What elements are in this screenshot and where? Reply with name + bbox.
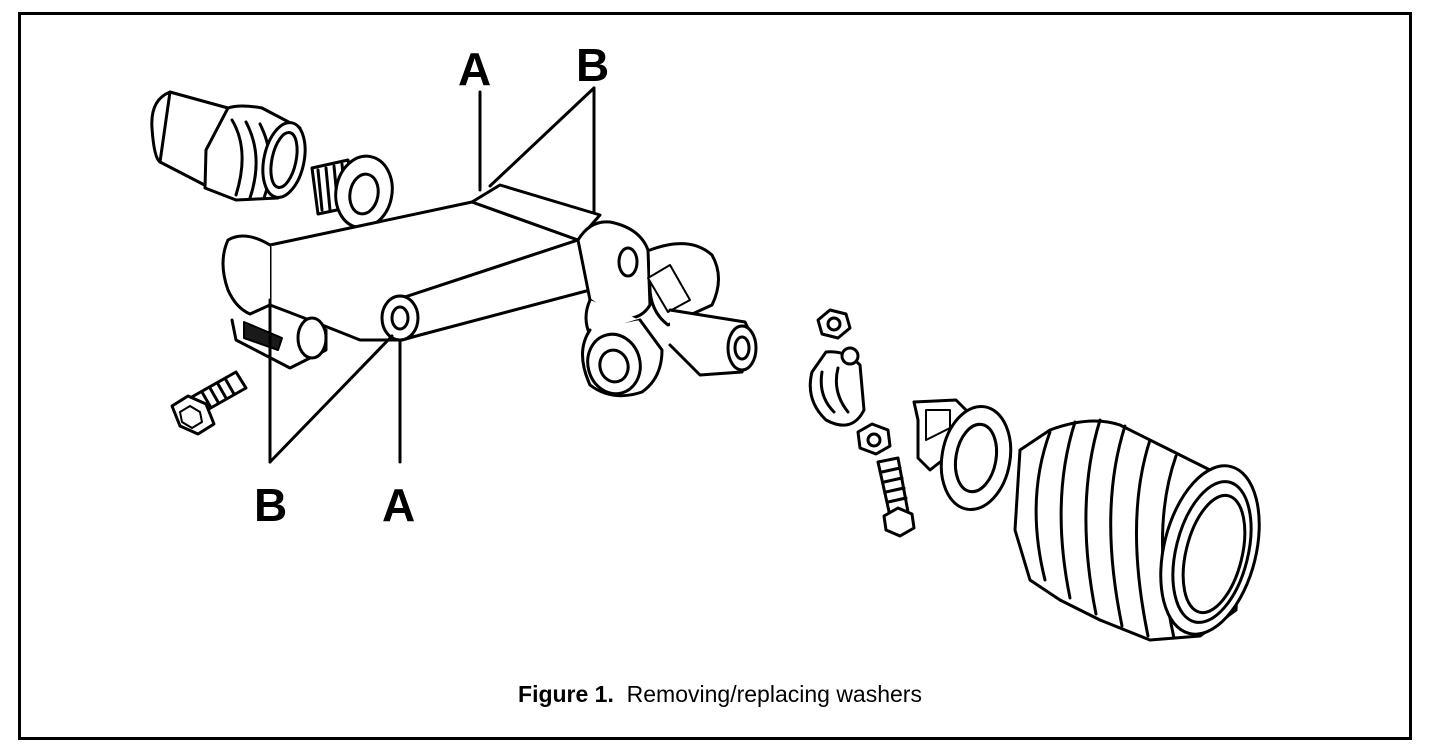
- threaded-bushing: [310, 154, 394, 230]
- yoke-body: [221, 183, 758, 398]
- bolt: [170, 370, 248, 436]
- callout-b-top: B: [576, 39, 610, 91]
- callout-a-bottom: A: [382, 479, 416, 531]
- retainer-clip: [912, 398, 1013, 512]
- callout-b-bottom: B: [254, 479, 288, 531]
- bellows-boot: [1013, 418, 1261, 642]
- nut-clamp-hardware: [808, 308, 916, 538]
- figure-caption: Figure 1. Removing/replacing washers: [0, 681, 1440, 708]
- figure-title: Removing/replacing washers: [626, 681, 922, 707]
- callout-a-top: A: [458, 43, 492, 95]
- left-boot-sleeve: [150, 90, 307, 202]
- figure-number: Figure 1.: [518, 681, 614, 707]
- leader-lines: [268, 86, 596, 464]
